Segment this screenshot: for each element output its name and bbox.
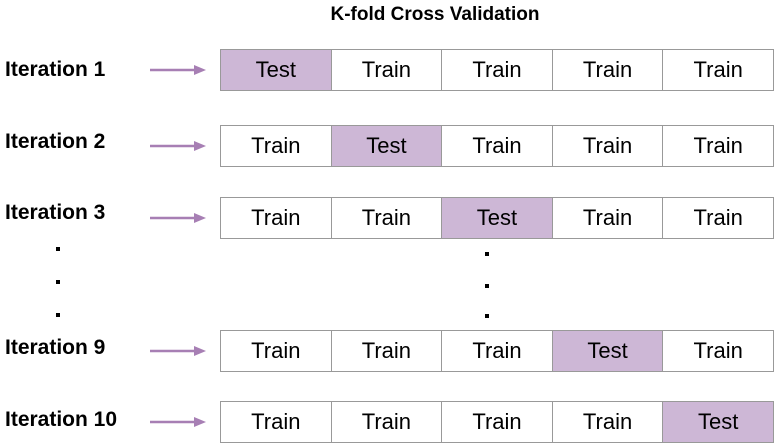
fold-cell: Train	[551, 402, 663, 442]
fold-cell: Train	[330, 331, 442, 371]
fold-cell: Test	[551, 331, 663, 371]
fold-cell: Train	[662, 50, 773, 90]
iteration-row: Iteration 1 Test Train Train Train Train	[0, 49, 780, 91]
fold-cell: Train	[662, 198, 773, 238]
ellipsis-dot	[56, 247, 60, 251]
fold-cell: Train	[551, 50, 663, 90]
fold-cell: Train	[662, 126, 773, 166]
fold-cell: Train	[221, 331, 331, 371]
iteration-label: Iteration 10	[5, 408, 118, 431]
iteration-row: Iteration 10 Train Train Train Train Tes…	[0, 401, 780, 443]
iteration-label: Iteration 2	[5, 130, 106, 153]
fold-cell: Test	[441, 198, 552, 238]
ellipsis-dot	[485, 284, 489, 288]
fold-group: Train Train Train Test Train	[220, 330, 774, 372]
fold-group: Test Train Train Train Train	[220, 49, 774, 91]
fold-cell: Test	[662, 402, 773, 442]
arrow-icon	[150, 213, 206, 223]
fold-cell: Train	[221, 198, 331, 238]
fold-cell: Train	[441, 402, 552, 442]
iteration-label: Iteration 3	[5, 201, 106, 224]
ellipsis-dot	[485, 252, 489, 256]
fold-cell: Train	[330, 402, 442, 442]
fold-group: Train Train Train Train Test	[220, 401, 774, 443]
fold-cell: Test	[221, 50, 331, 90]
iteration-row: Iteration 3 Train Train Test Train Train	[0, 197, 780, 239]
fold-cell: Train	[662, 331, 773, 371]
fold-group: Train Train Test Train Train	[220, 197, 774, 239]
fold-group: Train Test Train Train Train	[220, 125, 774, 167]
ellipsis-dot	[56, 280, 60, 284]
iteration-row: Iteration 9 Train Train Train Test Train	[0, 330, 780, 372]
fold-cell: Test	[330, 126, 442, 166]
arrow-icon	[150, 141, 206, 151]
fold-cell: Train	[330, 198, 442, 238]
fold-cell: Train	[441, 331, 552, 371]
ellipsis-dot	[56, 313, 60, 317]
ellipsis-dot	[485, 314, 489, 318]
iteration-label: Iteration 9	[5, 336, 106, 359]
fold-cell: Train	[221, 126, 331, 166]
iteration-label: Iteration 1	[5, 58, 106, 81]
fold-cell: Train	[330, 50, 442, 90]
arrow-icon	[150, 65, 206, 75]
arrow-icon	[150, 346, 206, 356]
iteration-row: Iteration 2 Train Test Train Train Train	[0, 125, 780, 167]
diagram-title: K-fold Cross Validation	[330, 4, 540, 25]
arrow-icon	[150, 417, 206, 427]
fold-cell: Train	[221, 402, 331, 442]
fold-cell: Train	[551, 198, 663, 238]
fold-cell: Train	[441, 50, 552, 90]
fold-cell: Train	[551, 126, 663, 166]
fold-cell: Train	[441, 126, 552, 166]
